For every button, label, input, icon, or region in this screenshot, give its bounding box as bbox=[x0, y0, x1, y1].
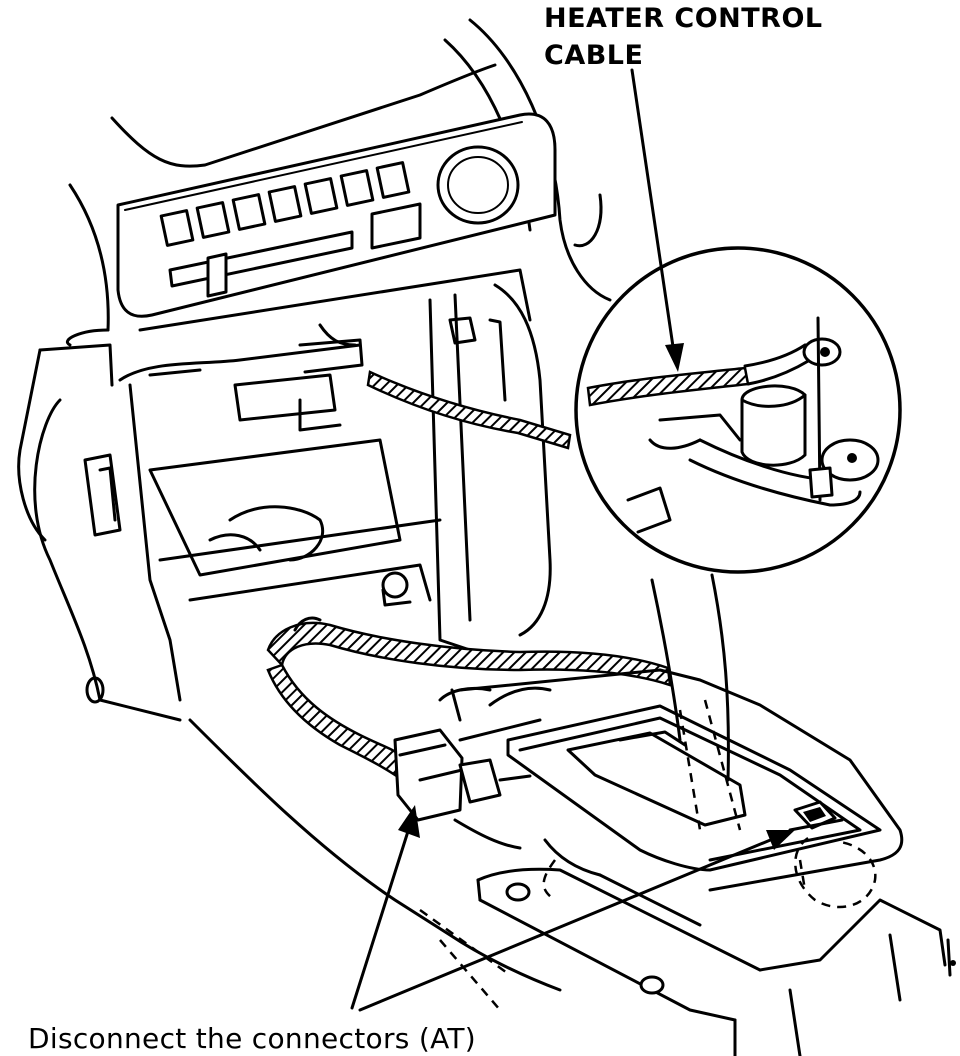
temperature-slider bbox=[168, 202, 422, 298]
center-stack bbox=[17, 268, 532, 722]
connectors bbox=[393, 718, 542, 850]
heater-control-panel bbox=[116, 112, 557, 318]
shift-lever bbox=[650, 573, 742, 831]
heater-control-cable-label: HEATER CONTROL CABLE bbox=[544, 0, 823, 74]
console bbox=[188, 668, 956, 1056]
detail-callout bbox=[574, 246, 902, 574]
heater-label-line-2: CABLE bbox=[544, 40, 644, 71]
connector-label-arrows bbox=[350, 805, 795, 1012]
support-bracket bbox=[428, 283, 552, 652]
disconnect-connectors-label: Disconnect the connectors (AT) bbox=[28, 1022, 476, 1055]
control-buttons bbox=[159, 161, 411, 247]
heater-label-line-1: HEATER CONTROL bbox=[544, 3, 823, 34]
wire-harness bbox=[266, 616, 672, 778]
heater-cable-run bbox=[366, 370, 572, 450]
heater-label-arrow bbox=[630, 68, 684, 372]
control-knob bbox=[436, 145, 520, 225]
